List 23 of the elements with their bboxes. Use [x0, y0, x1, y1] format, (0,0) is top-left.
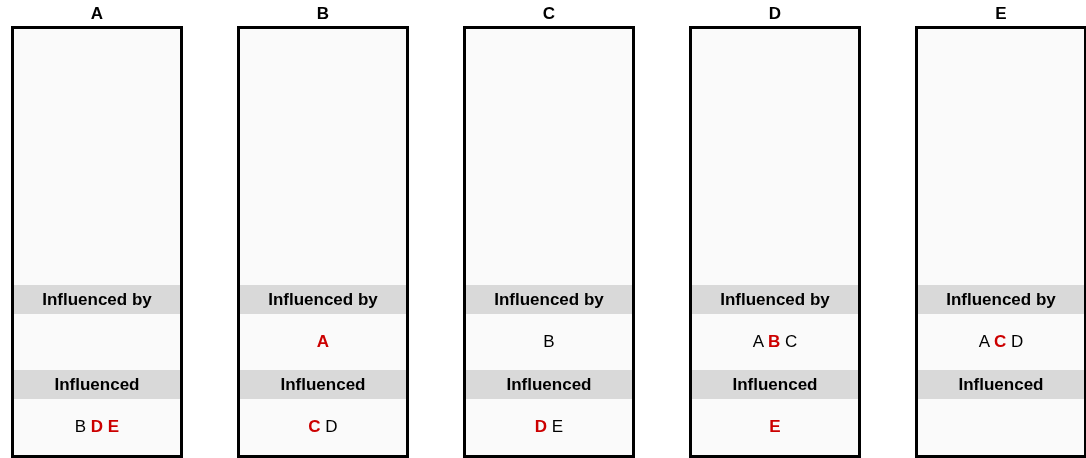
column-heading: E — [995, 4, 1007, 24]
letter-list: A — [316, 332, 330, 352]
letter-list: B D E — [74, 417, 120, 437]
column-heading: B — [316, 4, 330, 24]
section-heading-band: Influenced by — [14, 285, 180, 314]
letter-list: C D — [308, 417, 338, 437]
section-heading-band: Influenced by — [692, 285, 858, 314]
letter-list: E — [769, 417, 781, 437]
column-heading: C — [542, 4, 556, 24]
letter-list: A B C — [752, 332, 798, 352]
column-heading: D — [768, 4, 782, 24]
column-heading: A — [90, 4, 104, 24]
section-heading-band: Influenced — [918, 370, 1084, 399]
section-heading-band: Influenced — [692, 370, 858, 399]
section-heading-band: Influenced — [14, 370, 180, 399]
letter-list: A C D — [978, 332, 1024, 352]
letter-list: D E — [534, 417, 564, 437]
section-heading-band: Influenced — [240, 370, 406, 399]
section-heading-band: Influenced — [466, 370, 632, 399]
section-heading-band: Influenced by — [466, 285, 632, 314]
section-heading-band: Influenced by — [240, 285, 406, 314]
letter-list: B — [543, 332, 555, 352]
section-heading-band: Influenced by — [918, 285, 1084, 314]
